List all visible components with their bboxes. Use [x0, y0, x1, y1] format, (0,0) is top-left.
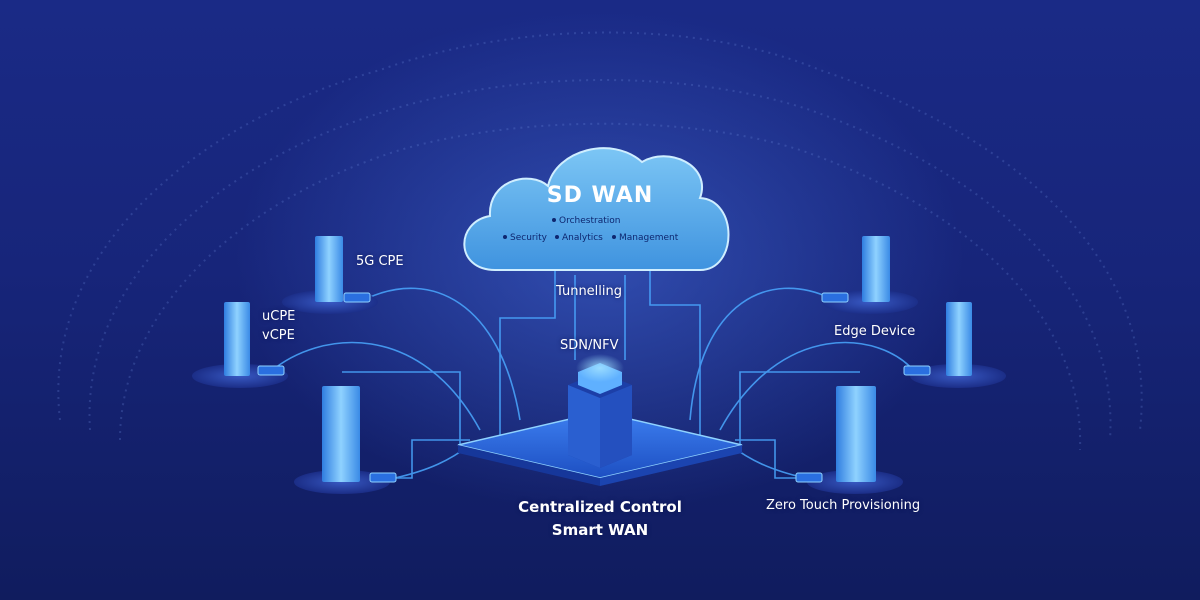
bullet-icon	[555, 235, 559, 239]
routers	[257, 292, 931, 483]
cloud-title: SD WAN	[546, 183, 654, 208]
server-edge-device	[946, 302, 972, 376]
router-ucpe	[257, 365, 285, 376]
label-ucpe: uCPE	[262, 309, 296, 324]
server-zero-touch	[836, 386, 876, 482]
bullet-icon	[612, 235, 616, 239]
router-top-right	[821, 292, 849, 303]
router-zero-touch	[795, 472, 823, 483]
bullet-icon	[552, 218, 556, 222]
label-vcpe: vCPE	[262, 328, 295, 343]
connection-lines	[269, 270, 916, 479]
label-tunnelling: Tunnelling	[556, 284, 623, 299]
cloud-feature-orchestration: Orchestration	[552, 216, 620, 226]
server-ucpe	[224, 302, 250, 376]
label-5g-cpe: 5G CPE	[356, 254, 404, 269]
bullet-icon	[503, 235, 507, 239]
server-top-right	[862, 236, 890, 302]
router-edge-device	[903, 365, 931, 376]
label-edge-device: Edge Device	[834, 324, 916, 339]
sd-wan-cloud	[463, 147, 730, 271]
router-bottom-left	[369, 472, 397, 483]
cloud-feature-analytics: Analytics	[555, 233, 603, 243]
server-bottom-left	[322, 386, 360, 482]
router-5g-cpe	[343, 292, 371, 303]
label-zero-touch-provisioning: Zero Touch Provisioning	[766, 498, 921, 513]
label-smart-wan: Smart WAN	[551, 521, 649, 539]
label-centralized-control-group: Centralized Control Smart WAN	[500, 496, 700, 542]
server-towers	[224, 236, 972, 482]
server-5g-cpe	[315, 236, 343, 302]
label-centralized-control: Centralized Control	[518, 498, 682, 516]
cloud-feature-management: Management	[612, 233, 678, 243]
central-tower	[568, 354, 632, 468]
label-sdn-nfv: SDN/NFV	[560, 338, 619, 353]
cloud-feature-security: Security	[503, 233, 547, 243]
